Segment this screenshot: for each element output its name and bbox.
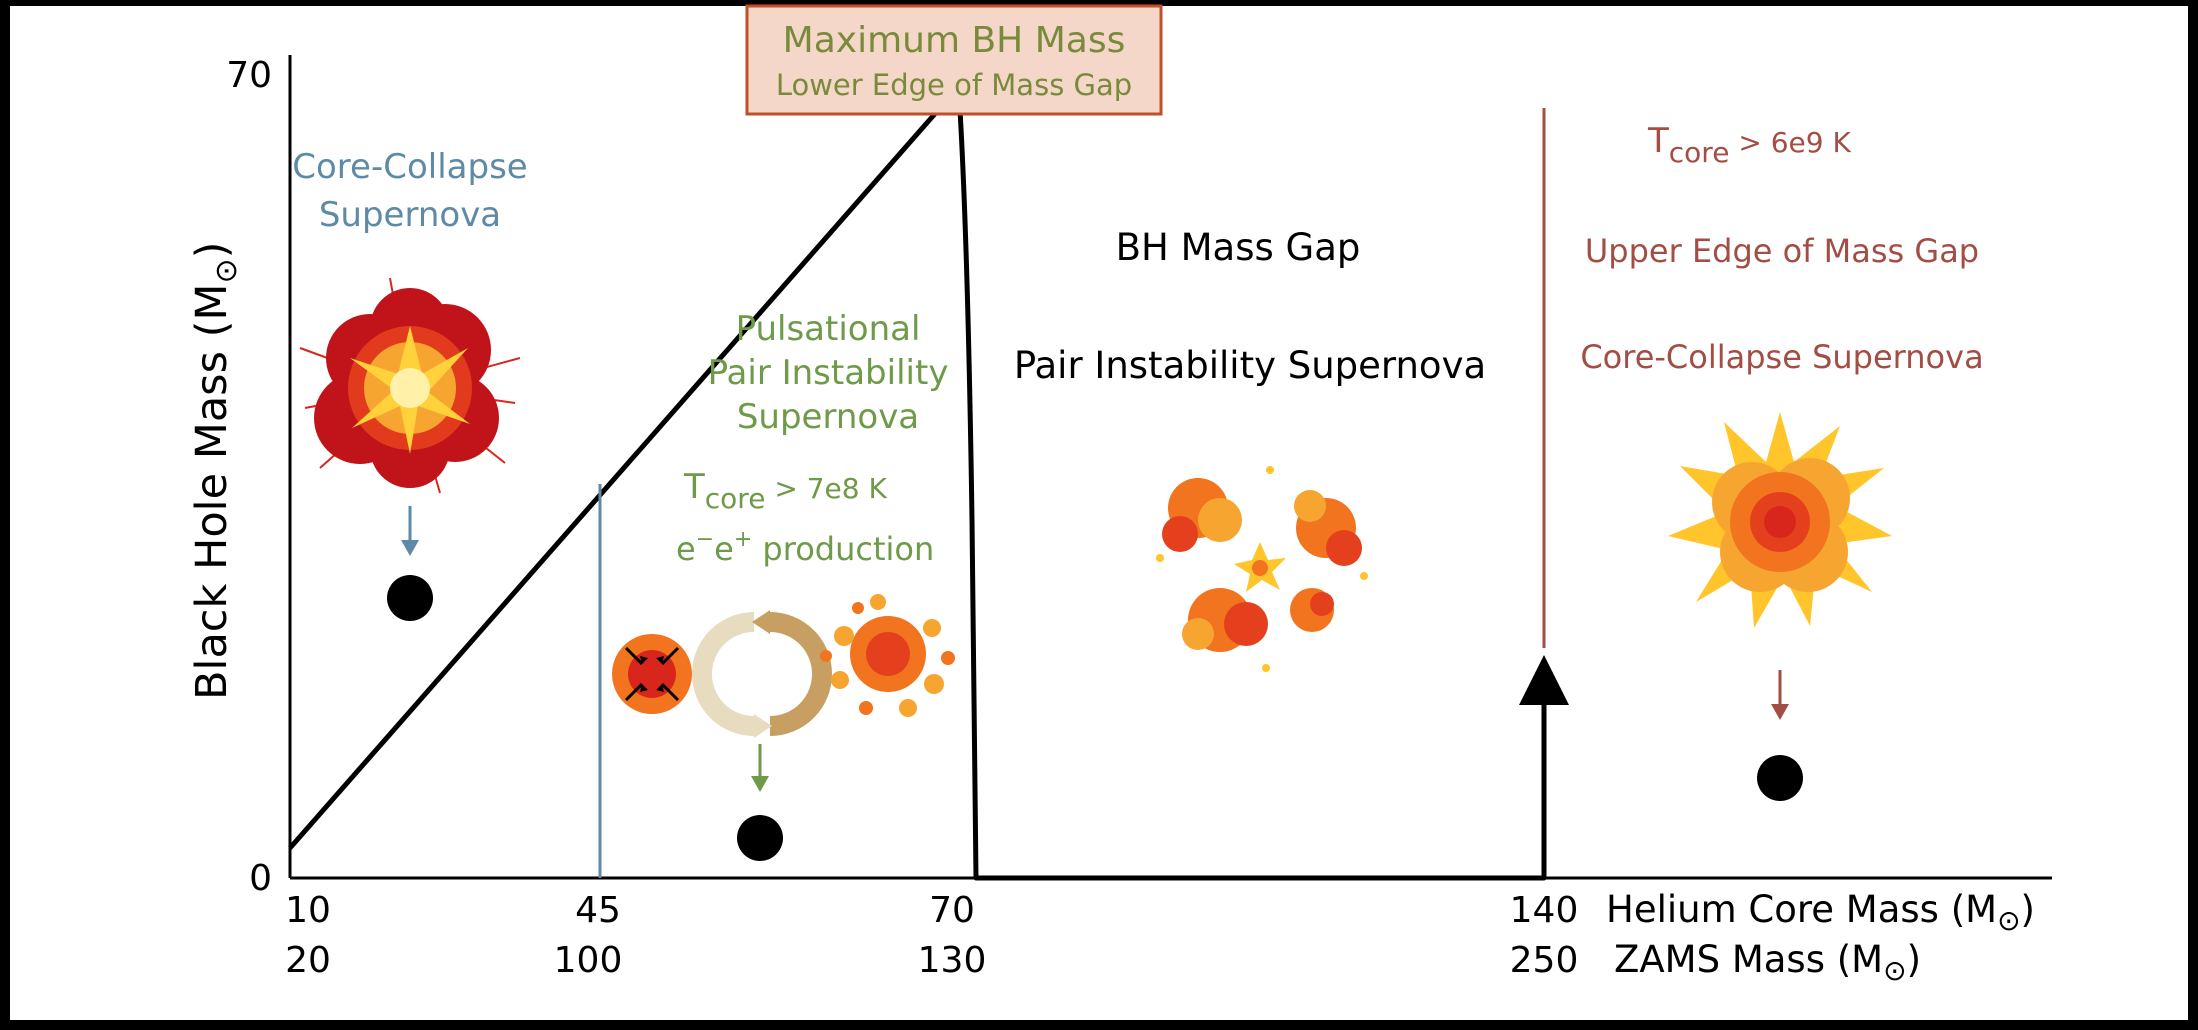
ppisn-label-line1: Pulsational xyxy=(736,309,921,349)
max-bh-mass-title: Maximum BH Mass xyxy=(783,20,1126,61)
ppisn-label-line3: Supernova xyxy=(737,397,919,437)
arrow-down-icon xyxy=(1771,704,1789,720)
arrow-down-icon xyxy=(401,540,419,556)
y-tick-70: 70 xyxy=(226,55,272,96)
supernova-burst-icon xyxy=(1668,412,1892,628)
pisn-label: Pair Instability Supernova xyxy=(1014,344,1486,387)
cycle-icon xyxy=(692,610,832,738)
max-bh-mass-box xyxy=(745,4,1163,116)
ppisn-label-line2: Pair Instability xyxy=(708,353,949,393)
pulse-explosion-icon xyxy=(820,594,955,717)
x-tick-zams-20: 20 xyxy=(285,940,331,981)
y-tick-0: 0 xyxy=(249,858,272,899)
disrupted-star-icon xyxy=(1156,466,1368,672)
black-hole-icon xyxy=(387,575,433,621)
arrow-down-icon xyxy=(751,776,769,792)
upper-ccsn-label: Core-Collapse Supernova xyxy=(1580,338,1983,376)
black-hole-icon xyxy=(737,815,783,861)
x-axis-label-helium: Helium Core Mass (M⊙) xyxy=(1606,888,2035,937)
max-bh-mass-subtitle: Lower Edge of Mass Gap xyxy=(776,68,1132,102)
ppisn-tcore: Tcore > 7e8 K xyxy=(683,467,887,515)
x-tick-helium-140: 140 xyxy=(1510,890,1579,931)
compressed-core-icon xyxy=(612,634,692,714)
x-tick-helium-45: 45 xyxy=(575,890,621,931)
ppisn-pair-production: e−e+ production xyxy=(676,527,934,568)
upper-tcore: Tcore > 6e9 K xyxy=(1647,121,1851,169)
ccsn-label-line2: Supernova xyxy=(319,195,501,235)
x-tick-zams-250: 250 xyxy=(1510,940,1579,981)
x-tick-helium-70: 70 xyxy=(929,890,975,931)
explosion-icon xyxy=(299,277,521,494)
x-tick-zams-130: 130 xyxy=(918,940,987,981)
x-axis-label-zams: ZAMS Mass (M⊙) xyxy=(1614,938,1921,987)
upper-edge-label: Upper Edge of Mass Gap xyxy=(1585,232,1979,270)
y-axis-label: Black Hole Mass (M⊙) xyxy=(187,242,244,700)
x-tick-helium-10: 10 xyxy=(285,890,331,931)
gap-title: BH Mass Gap xyxy=(1116,226,1361,269)
ccsn-label-line1: Core-Collapse xyxy=(292,147,527,187)
black-hole-icon xyxy=(1757,755,1803,801)
x-tick-zams-100: 100 xyxy=(554,940,623,981)
